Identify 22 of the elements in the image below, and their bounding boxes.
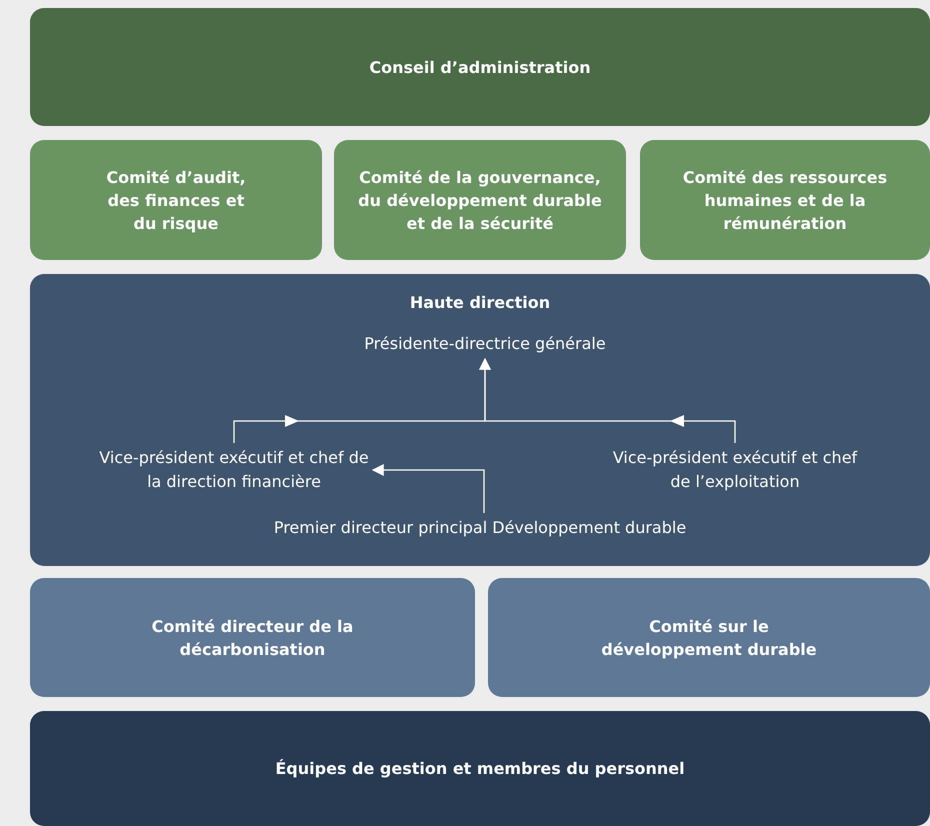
box-title: Comité directeur de la décarbonisation bbox=[150, 616, 354, 660]
committee-box bbox=[30, 8, 930, 126]
committee-box bbox=[30, 140, 322, 260]
role-label: Vice-président exécutif et chef de la direction financière bbox=[99, 446, 369, 494]
box-title: Comité des ressources humaines et de la rémunération bbox=[682, 166, 888, 234]
role-label: Présidente-directrice générale bbox=[364, 332, 606, 356]
committee-box bbox=[334, 140, 626, 260]
role-label: Premier directeur principal Développement durable bbox=[274, 516, 686, 540]
box-title: Comité sur le développement durable bbox=[600, 616, 818, 660]
arrow bbox=[479, 358, 736, 443]
committee-box bbox=[488, 578, 930, 697]
committee-box bbox=[30, 578, 475, 697]
box-title: Conseil d’administration bbox=[369, 56, 591, 78]
group-panel bbox=[30, 274, 930, 566]
role-label: Vice-président exécutif et chef de l’exploitation bbox=[610, 446, 860, 494]
committee-box bbox=[640, 140, 930, 260]
box-title: Comité de la gouvernance, du développement durable et de la sécurité bbox=[357, 166, 603, 234]
committee-box bbox=[30, 711, 930, 826]
group-title: Haute direction bbox=[408, 292, 552, 314]
box-title: Comité d’audit, des finances et du risque bbox=[105, 166, 247, 234]
box-title: Équipes de gestion et membres du personnel bbox=[275, 758, 685, 780]
arrow bbox=[372, 464, 485, 513]
